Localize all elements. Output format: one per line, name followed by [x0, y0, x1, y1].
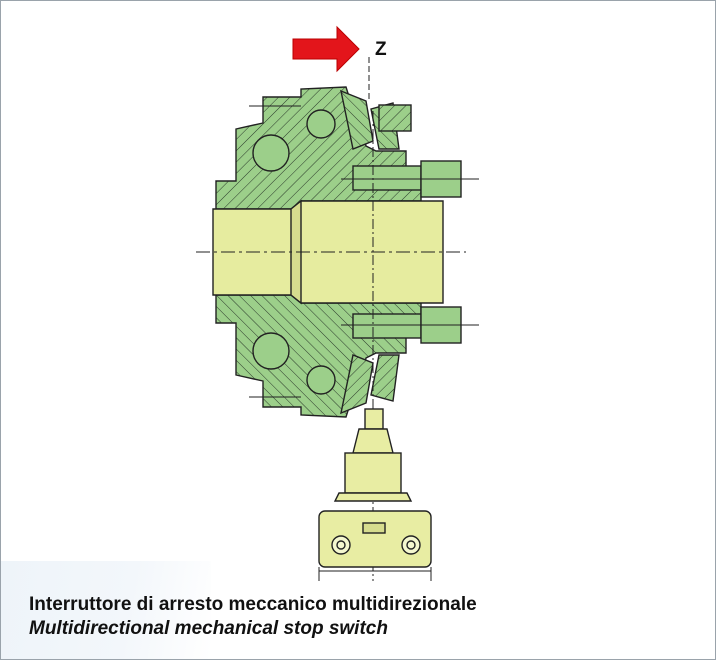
bolt-axes: [249, 105, 479, 398]
stop-switch: [318, 408, 432, 581]
background-watermark: [1, 561, 211, 659]
caption-italian: Interruttore di arresto meccanico multid…: [29, 594, 477, 615]
hub-lower: [215, 294, 462, 418]
shaft-bore: [196, 199, 466, 305]
z-arrow: Z: [292, 25, 387, 101]
hub-upper: [215, 86, 462, 210]
figure-caption: Interruttore di arresto meccanico multid…: [29, 593, 705, 641]
caption-english: Multidirectional mechanical stop switch: [29, 618, 388, 639]
z-arrow-label: Z: [375, 39, 387, 60]
mechanical-drawing: Z: [196, 25, 479, 581]
